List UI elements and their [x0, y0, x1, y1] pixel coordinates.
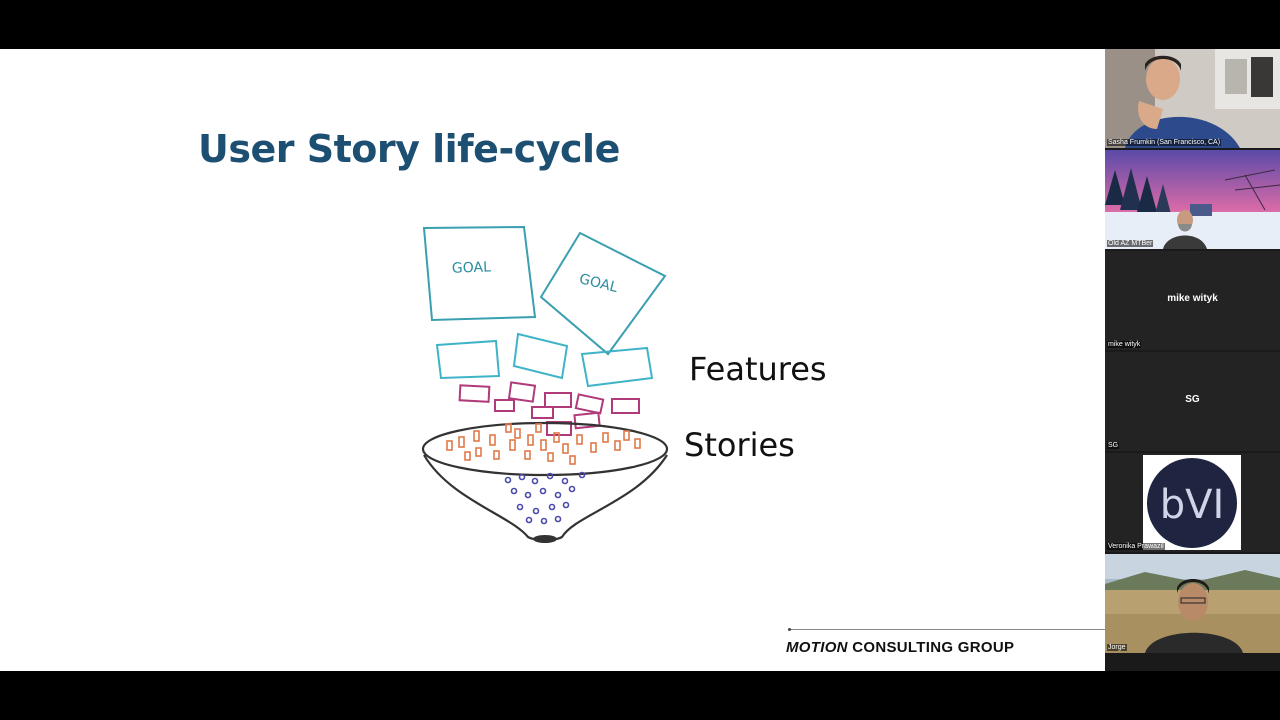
participant-video [1105, 554, 1280, 653]
story-box [574, 393, 605, 415]
logo-text: bVI [1160, 482, 1225, 528]
participant-video [1105, 49, 1280, 148]
participant-tile-jorge[interactable]: Jorge [1105, 554, 1280, 653]
features-label: Features [689, 350, 827, 388]
participant-name: Jorge [1107, 644, 1127, 651]
participant-name: mike wityk [1107, 341, 1142, 348]
participant-tile-old-az-mtber[interactable]: Old AZ MTBer [1105, 150, 1280, 249]
story-box [531, 406, 554, 419]
goal-label-2: GOAL [578, 271, 620, 296]
stories-label: Stories [684, 426, 795, 464]
shared-slide: User Story life-cycle GOAL GOAL [0, 49, 1105, 671]
participant-name: Veronika Prawazil [1107, 543, 1165, 550]
participant-panel: Sasha Frumkin (San Francisco, CA) [1105, 49, 1280, 671]
footer-dot [788, 628, 791, 631]
participant-name: Sasha Frumkin (San Francisco, CA) [1107, 139, 1222, 146]
participant-tile-sasha[interactable]: Sasha Frumkin (San Francisco, CA) [1105, 49, 1280, 148]
story-box [611, 398, 640, 414]
story-dots [504, 471, 586, 525]
story-box [494, 399, 515, 412]
funnel-spout [533, 535, 557, 543]
funnel-diagram: GOAL GOAL [421, 225, 669, 543]
participant-video [1105, 150, 1280, 249]
funnel-rim [421, 421, 669, 477]
participant-tile-mike-wityk[interactable]: mike wityk mike wityk [1105, 251, 1280, 350]
small-stories [446, 423, 641, 465]
participant-tile-sg[interactable]: SG SG [1105, 352, 1280, 451]
feature-box-3 [580, 346, 654, 388]
brand-consulting: CONSULTING GROUP [847, 639, 1015, 656]
story-box [573, 411, 601, 430]
letterbox-top [0, 0, 1280, 49]
footer-rule [789, 629, 1105, 630]
bvm-logo-icon: bVI [1147, 458, 1237, 548]
feature-box-1 [435, 339, 501, 380]
goal-box-1 [422, 225, 537, 322]
participant-name: SG [1107, 442, 1120, 449]
brand-footer: MOTION CONSULTING GROUP [786, 639, 1014, 656]
participant-display-name: SG [1185, 394, 1200, 405]
goal-label-1: GOAL [452, 259, 492, 276]
story-box [458, 384, 491, 403]
story-box [544, 392, 572, 408]
letterbox-bottom [0, 671, 1280, 720]
feature-box-2 [512, 332, 569, 380]
participant-tile-veronika[interactable]: bVI Veronika Prawazil [1105, 453, 1280, 552]
avatar: bVI [1143, 455, 1241, 550]
goal-box-2 [539, 231, 667, 356]
brand-motion: MOTION [786, 639, 848, 656]
slide-title: User Story life-cycle [198, 127, 620, 171]
participant-display-name: mike wityk [1167, 293, 1218, 304]
story-box [507, 381, 537, 403]
participant-name: Old AZ MTBer [1107, 240, 1154, 247]
